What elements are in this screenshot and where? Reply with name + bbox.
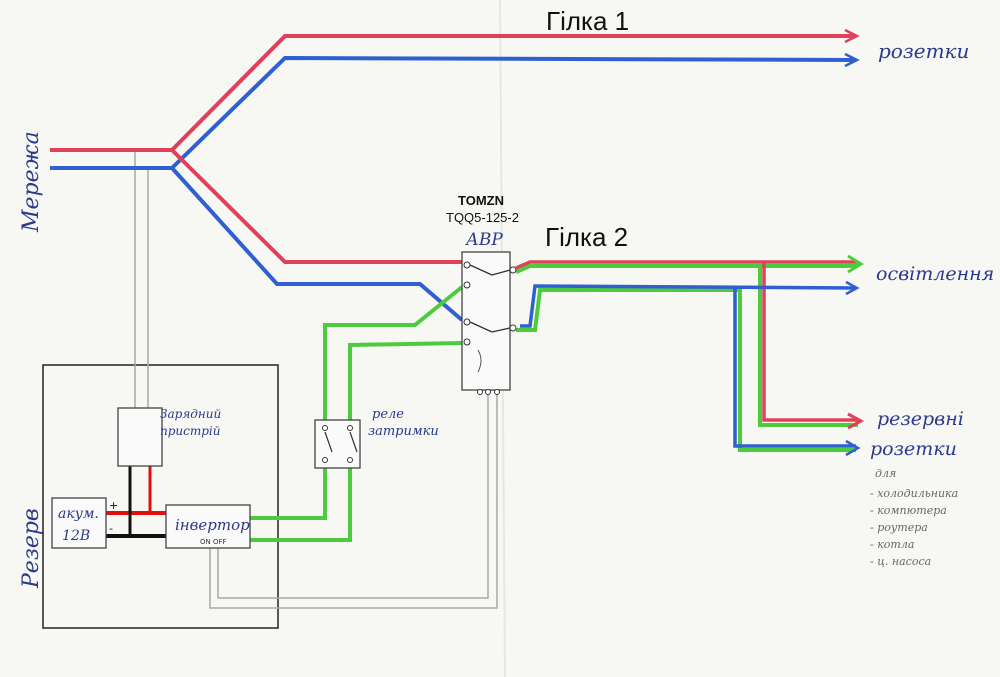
grid-label: Мережа — [19, 131, 44, 233]
charger-label-1: Зарядний — [160, 407, 221, 421]
ats-brand: TOMZN — [458, 193, 504, 208]
inverter-box — [165, 504, 251, 549]
branch2-label: Гілка 2 — [545, 222, 628, 252]
inverter-output-lines — [250, 285, 464, 542]
plus-sign: + — [109, 499, 118, 512]
minus-sign: - — [109, 522, 113, 535]
note-item: - компютера — [870, 504, 947, 517]
note-for: для — [875, 467, 896, 480]
lighting-label: освітлення — [876, 263, 994, 285]
sockets-label: розетки — [878, 39, 969, 63]
reserve-box — [42, 364, 279, 629]
battery-box — [51, 497, 107, 549]
note-item: - холодильника — [870, 487, 958, 500]
branch1-label: Гілка 1 — [546, 6, 629, 36]
ats-name: АВР — [465, 230, 503, 250]
consumer-note: для - холодильника - компютера - роутера… — [870, 467, 958, 568]
battery-label-2: 12В — [62, 528, 90, 544]
ats-output-lines — [515, 254, 865, 457]
note-item: - котла — [870, 538, 914, 551]
inverter-switch-label: ON OFF — [200, 538, 227, 546]
charger-box — [117, 407, 163, 467]
reserve-sockets-label-2: розетки — [870, 438, 957, 460]
reserve-label: Резерв — [19, 508, 44, 589]
branch2-feed-lines — [170, 148, 464, 322]
ats-model: TQQ5-125-2 — [446, 210, 519, 225]
relay-label-2: затримки — [368, 424, 439, 439]
delay-relay — [314, 419, 361, 469]
reserve-sockets-label-1: резервні — [877, 408, 964, 430]
charger-label-2: пристрій — [160, 424, 221, 438]
dc-wires — [106, 466, 168, 538]
signal-wires — [134, 150, 498, 609]
note-item: - ц. насоса — [870, 555, 931, 568]
branch1-lines — [170, 28, 860, 170]
inverter-label: інвертор — [175, 516, 250, 534]
ats-device — [461, 251, 517, 395]
battery-label-1: акум. — [58, 506, 99, 522]
note-item: - роутера — [870, 521, 928, 534]
grid-input-lines — [50, 148, 172, 170]
relay-label-1: реле — [372, 407, 404, 422]
